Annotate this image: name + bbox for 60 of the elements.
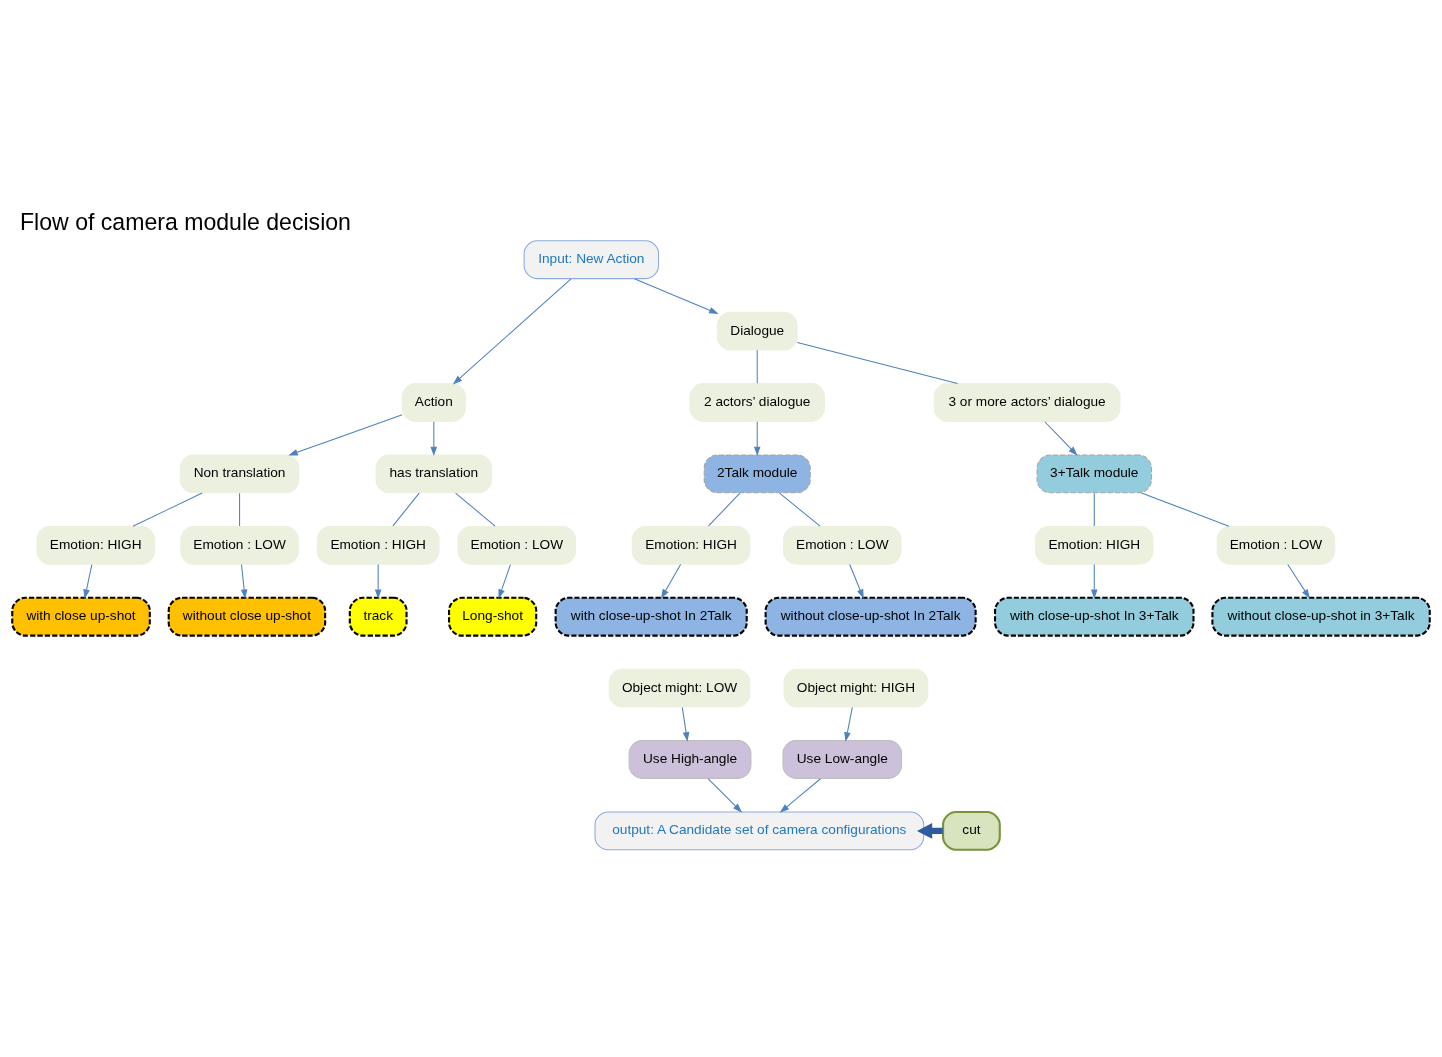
node-box: track xyxy=(348,596,408,637)
arrow xyxy=(633,278,719,314)
node-box: Emotion : LOW xyxy=(457,525,577,565)
node-box: Non translation xyxy=(179,454,300,494)
node-box: Long-shot xyxy=(448,596,538,637)
arrow xyxy=(1044,421,1078,456)
node-box: with close-up-shot In 2Talk xyxy=(554,596,748,637)
node-box: Object might: LOW xyxy=(608,668,751,708)
node-box: with close-up-shot In 3+Talk xyxy=(994,596,1195,637)
arrow xyxy=(1090,564,1098,599)
node-box: 2 actors’ dialogue xyxy=(689,383,825,422)
arrow xyxy=(83,564,93,599)
node-box: Emotion : HIGH xyxy=(316,525,440,565)
arrow xyxy=(240,564,248,599)
connector xyxy=(779,492,821,527)
connector xyxy=(392,492,420,527)
connector xyxy=(796,341,958,385)
arrow xyxy=(374,564,382,599)
node-box: with close up-shot xyxy=(11,596,151,637)
arrow xyxy=(779,778,821,813)
arrow xyxy=(844,706,853,742)
node-box: without close-up-shot In 2Talk xyxy=(764,596,977,637)
arrow xyxy=(849,564,864,599)
node-box: Emotion: HIGH xyxy=(631,525,751,565)
node-box: Emotion : LOW xyxy=(180,525,299,565)
arrow xyxy=(452,278,572,385)
arrow xyxy=(498,564,511,599)
node-box: output: A Candidate set of camera configurations xyxy=(594,811,925,851)
node-box: 2Talk module xyxy=(703,454,811,494)
connector xyxy=(1141,492,1230,527)
arrow xyxy=(288,414,403,456)
node-box: cut xyxy=(942,810,1001,851)
node-box: Use Low-angle xyxy=(782,740,903,779)
node-box: Input: New Action xyxy=(523,240,660,280)
arrow xyxy=(707,778,743,813)
node-box: Emotion: HIGH xyxy=(1034,525,1154,565)
connector xyxy=(239,492,241,527)
connector xyxy=(455,492,496,527)
arrow xyxy=(430,421,438,457)
node-box: without close-up-shot in 3+Talk xyxy=(1211,596,1431,637)
node-box: 3+Talk module xyxy=(1036,454,1153,494)
node-box: Dialogue xyxy=(716,311,798,351)
arrow xyxy=(660,564,682,599)
connector xyxy=(708,492,741,527)
arrow xyxy=(681,706,690,742)
connector xyxy=(1093,492,1095,527)
node-box: Action xyxy=(401,383,466,422)
connector xyxy=(756,349,758,384)
connector xyxy=(132,492,203,527)
arrow xyxy=(1287,564,1310,599)
diagram-title: Flow of camera module decision xyxy=(20,208,351,235)
node-box: without close up-shot xyxy=(167,596,327,637)
node-box: has translation xyxy=(375,454,493,494)
node-box: Emotion : LOW xyxy=(1216,525,1336,565)
node-box: Use High-angle xyxy=(628,740,752,779)
node-box: Object might: HIGH xyxy=(783,668,929,708)
node-box: Emotion : LOW xyxy=(782,525,902,565)
arrow xyxy=(753,421,761,457)
node-box: 3 or more actors’ dialogue xyxy=(933,383,1121,422)
node-box: Emotion: HIGH xyxy=(36,525,156,565)
